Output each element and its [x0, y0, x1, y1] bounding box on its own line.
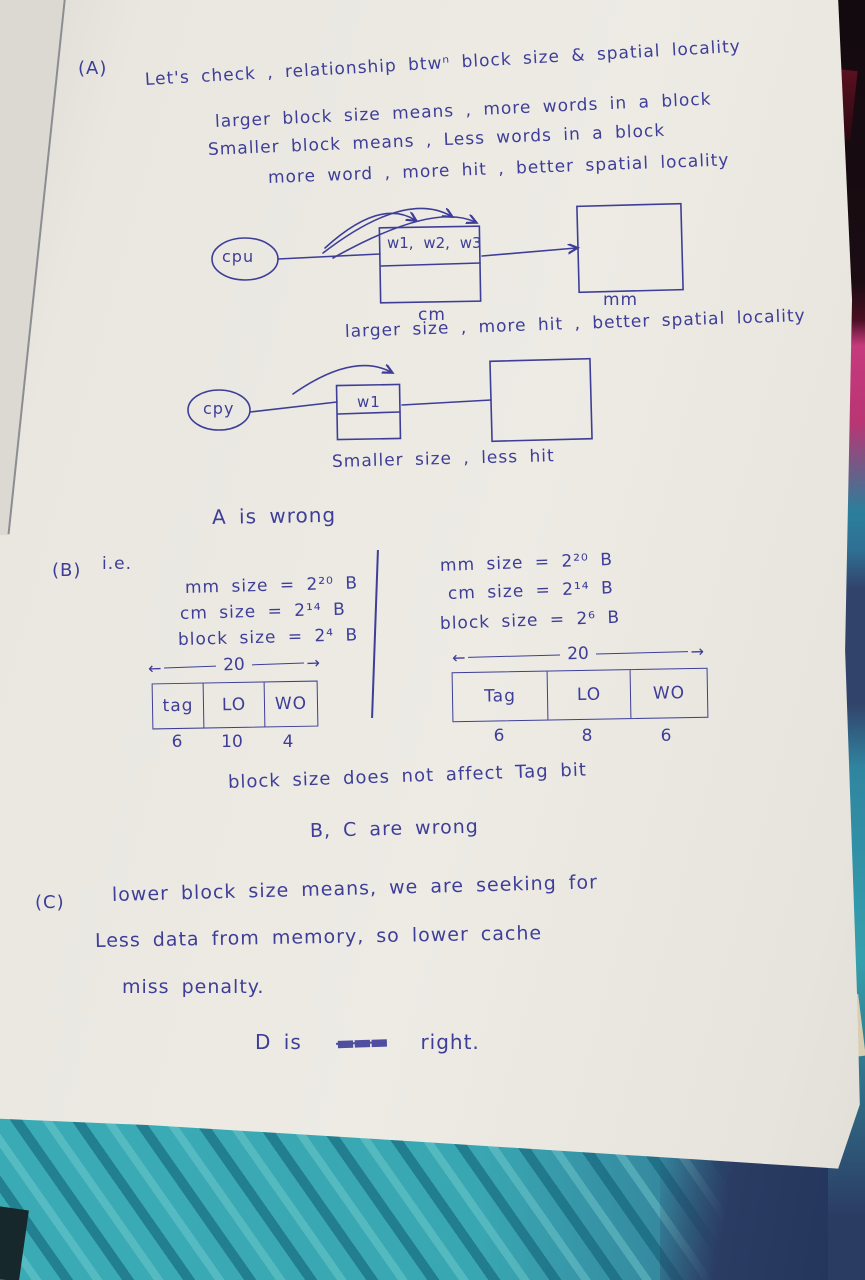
arrow-left-icon: ← [147, 658, 162, 678]
section-a-label: (A) [78, 58, 108, 79]
arrow-line [164, 665, 217, 668]
right-table-bit-counts: 6 8 6 [452, 726, 704, 746]
diagram1-strokes [211, 202, 684, 304]
right-table-tag-cell: Tag [483, 686, 517, 707]
cpu-oval [187, 389, 251, 431]
arrow-right-icon: → [306, 652, 321, 672]
left-wo-bits: 4 [282, 732, 294, 752]
right-table-wo-cell: WO [629, 668, 708, 719]
section-b-label: (B) [52, 560, 82, 581]
verdict-a: A is wrong [211, 502, 337, 529]
arrow-line [251, 662, 304, 665]
right-tag-bits: 6 [493, 726, 505, 746]
diagram2-strokes [187, 357, 593, 443]
section-c-line3: miss penalty. [122, 976, 265, 998]
diagram2-cpu-label: cpy [203, 399, 235, 418]
memory-box [489, 357, 593, 443]
scratched-word: ▬▬▬ [335, 1029, 387, 1055]
diagram1-cpu-label: cpu [222, 247, 255, 266]
left-table-lo-cell: LO [202, 682, 265, 728]
section-c-label: (C) [35, 892, 65, 913]
right-address-table: Tag LO WO [451, 667, 709, 723]
diagram2-word-label: w1 [357, 393, 381, 411]
section-b-ie: i.e. [102, 554, 132, 574]
arrow-line [595, 650, 688, 655]
diagram1-memory-label: mm [603, 290, 639, 310]
left-span-label: 20 [222, 654, 246, 676]
arrow-left-icon: ← [451, 647, 466, 667]
right-span-label: 20 [566, 643, 590, 665]
b-conclusion-2: B, C are wrong [309, 815, 480, 842]
verdict-d: D is ▬▬▬ right. [255, 1029, 480, 1055]
verdict-d-prefix: D is [255, 1030, 302, 1054]
left-lo-bits: 10 [221, 732, 243, 752]
right-table-lo-cell: LO [546, 670, 631, 720]
arrow-line [468, 653, 561, 658]
left-table-bit-counts: 6 10 4 [152, 732, 314, 752]
arrow-right-icon: → [690, 641, 705, 661]
left-tag-bits: 6 [171, 732, 183, 752]
left-table-tag-cell: tag [162, 695, 194, 717]
left-table-wo-cell: WO [263, 681, 318, 727]
right-lo-bits: 8 [581, 726, 593, 746]
diagram1-cache-label: cm [418, 305, 446, 325]
diagram1-words-label: w1, w2, w3 [387, 234, 482, 252]
right-wo-bits: 6 [660, 726, 672, 746]
memory-box [576, 202, 684, 294]
left-address-table: tag LO WO [151, 680, 319, 730]
verdict-d-suffix: right. [420, 1030, 480, 1054]
